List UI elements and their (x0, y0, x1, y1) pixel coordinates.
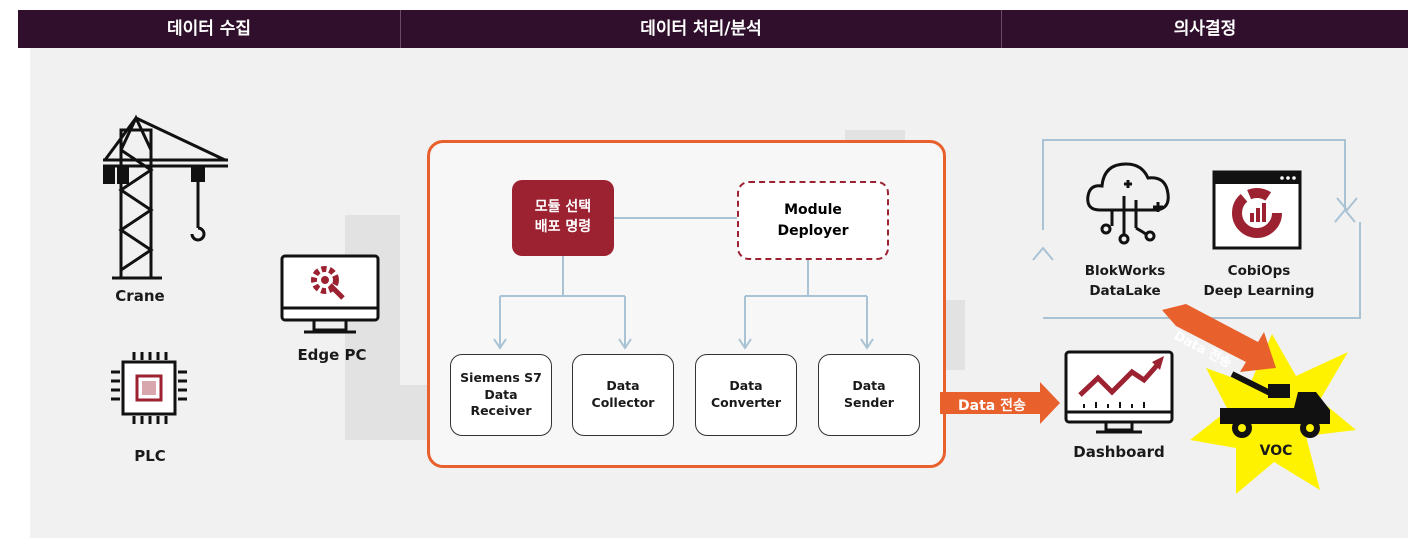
module-data-converter[interactable]: Data Converter (695, 354, 797, 436)
module-select-deploy-command[interactable]: 모듈 선택 배포 명령 (512, 180, 614, 256)
crane-label: Crane (115, 287, 165, 305)
dashboard-label: Dashboard (1073, 443, 1165, 461)
module-deployer[interactable]: Module Deployer (737, 181, 889, 260)
app-window-chart-icon (1212, 170, 1302, 250)
header-data-collection: 데이터 수집 (166, 19, 252, 39)
module-siemens-s7-receiver[interactable]: Siemens S7 Data Receiver (450, 354, 552, 436)
edge-pc-label: Edge PC (297, 346, 367, 364)
crane-trolley (191, 166, 205, 182)
monitor-trend-icon (1064, 350, 1174, 434)
section-header-bar: 데이터 수집 데이터 처리/분석 의사결정 (18, 10, 1408, 48)
datalake-label: BlokWorks DataLake (1084, 263, 1166, 299)
crane-counterweight (117, 166, 129, 184)
voc-data-transfer-arrow (1162, 304, 1276, 372)
decision-loop-line (1032, 139, 1361, 319)
voc-label: VOC (1259, 443, 1293, 459)
module-data-collector[interactable]: Data Collector (572, 354, 674, 436)
header-decision-making: 의사결정 (1173, 19, 1237, 39)
header-data-processing: 데이터 처리/분석 (640, 19, 762, 39)
crane-icon (103, 114, 228, 280)
truck-crane-icon (1220, 371, 1330, 438)
plc-label: PLC (134, 447, 166, 465)
plc-chip-icon (111, 352, 187, 424)
data-transfer-arrow (940, 382, 1060, 424)
cobiops-label: CobiOps Deep Learning (1203, 263, 1315, 299)
crane-counterweight (103, 166, 115, 184)
header-divider (400, 10, 401, 48)
module-data-sender[interactable]: Data Sender (818, 354, 920, 436)
data-transfer-label: Data 전송 (958, 398, 1026, 414)
header-divider (1001, 10, 1002, 48)
cloud-network-icon (1086, 162, 1170, 245)
monitor-gear-icon (280, 254, 380, 334)
